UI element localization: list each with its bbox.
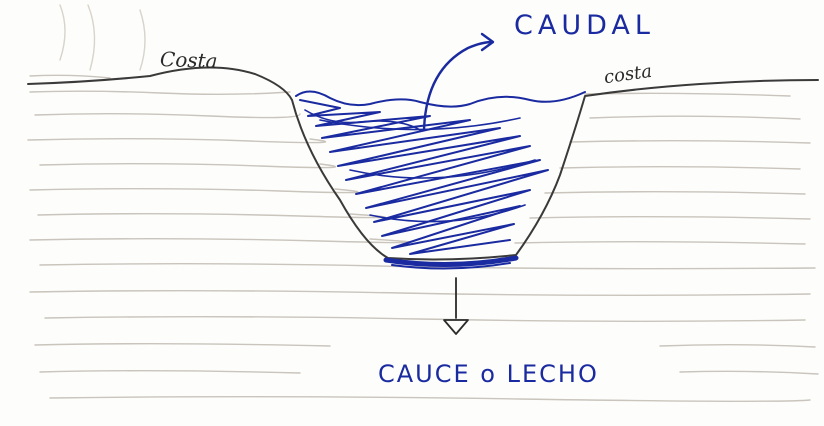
bed-pointer — [444, 278, 468, 334]
water-body — [296, 91, 585, 254]
left-bank-label: Costa — [160, 49, 218, 71]
flow-label: CAUDAL — [514, 12, 655, 39]
channel-bed-label: CAUCE o LECHO — [378, 362, 599, 386]
flow-arrow — [424, 34, 493, 130]
ground-hatching — [28, 5, 818, 401]
